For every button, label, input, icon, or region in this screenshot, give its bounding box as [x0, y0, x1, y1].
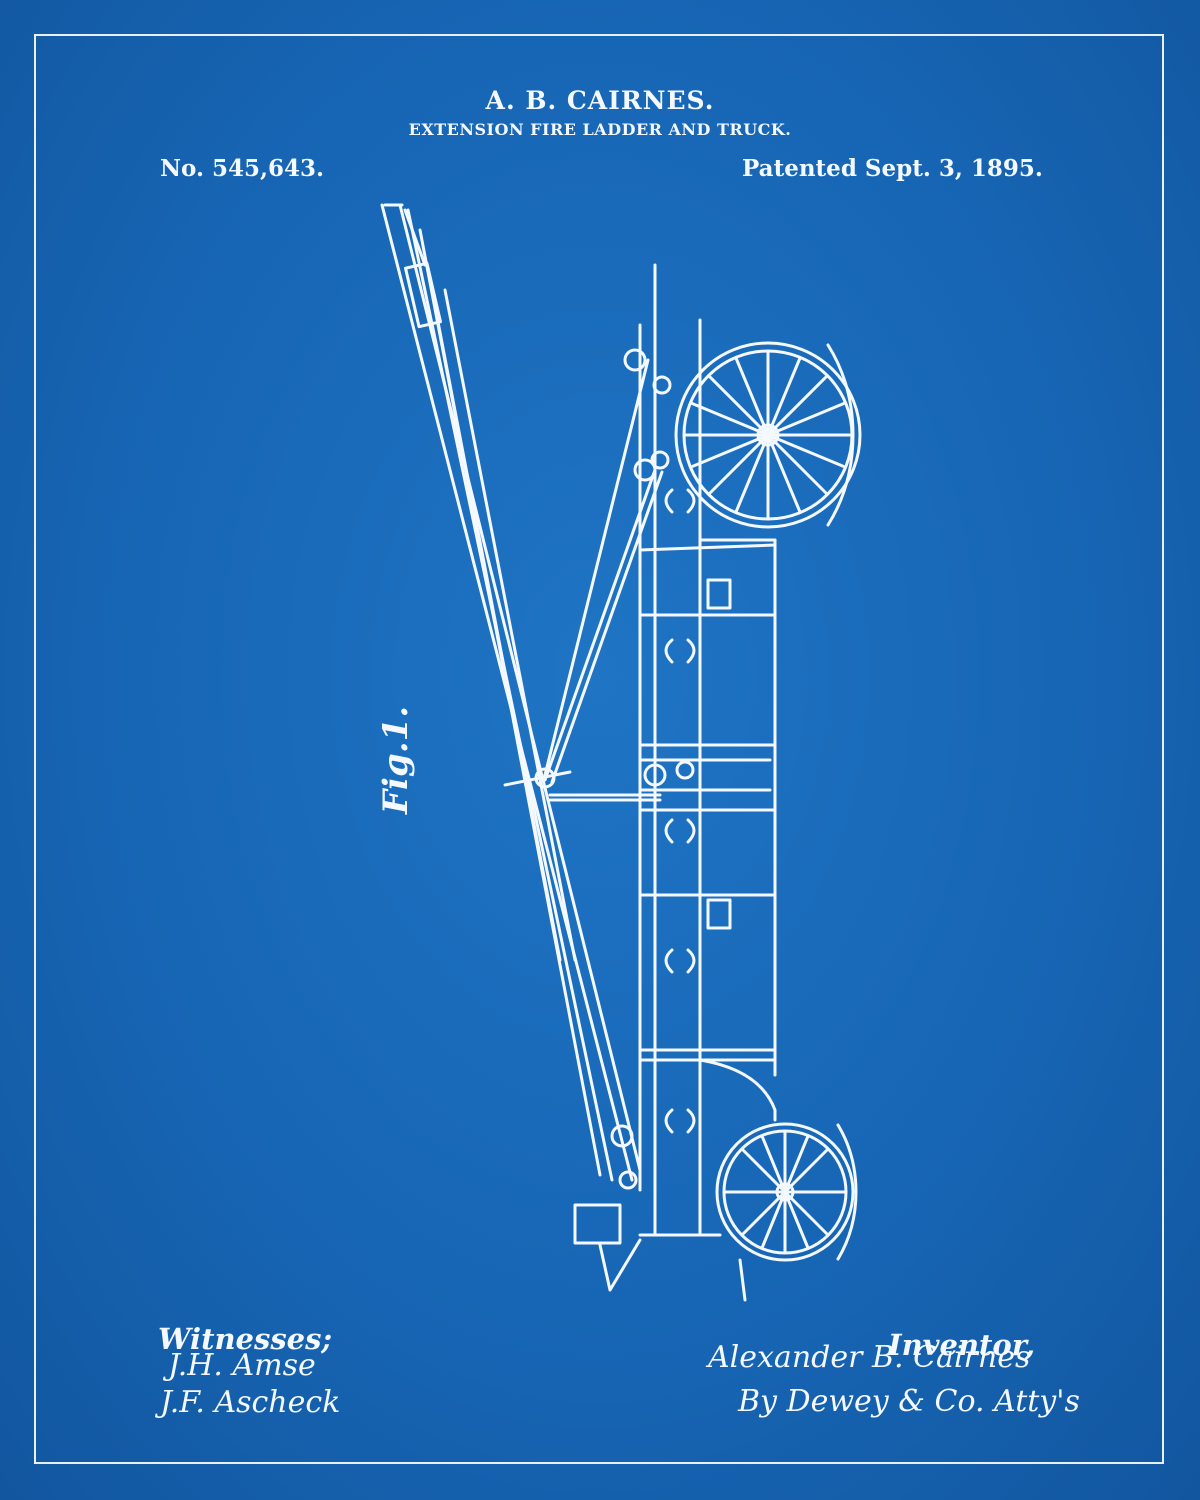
- patent-date: Patented Sept. 3, 1895.: [742, 155, 1043, 182]
- page-border: [34, 34, 1164, 1464]
- witnesses-label: Witnesses;: [158, 1322, 333, 1356]
- figure-label: Fig.1.: [376, 705, 417, 815]
- extension-ladder: [380, 203, 642, 1182]
- ladder-brace: [503, 358, 664, 802]
- large-wheel: [674, 341, 862, 529]
- patent-title: EXTENSION FIRE LADDER AND TRUCK.: [408, 120, 792, 139]
- witness-signature-2: J.F. Ascheck: [160, 1385, 341, 1420]
- pulley-wheels: [610, 348, 672, 1190]
- inventor-label: Inventor,: [888, 1328, 1036, 1362]
- attorney-signature: By Dewey & Co. Atty's: [738, 1384, 1080, 1419]
- witness-signature-1: J.H. Amse: [168, 1348, 316, 1383]
- patent-number: No. 545,643.: [160, 155, 325, 182]
- inventor-signature: Alexander B. Cairnes: [708, 1340, 1031, 1375]
- small-wheel: [715, 1122, 858, 1302]
- c-springs: [664, 488, 696, 1134]
- inventor-name-heading: A. B. CAIRNES.: [485, 86, 715, 115]
- truck-body: [573, 263, 777, 1292]
